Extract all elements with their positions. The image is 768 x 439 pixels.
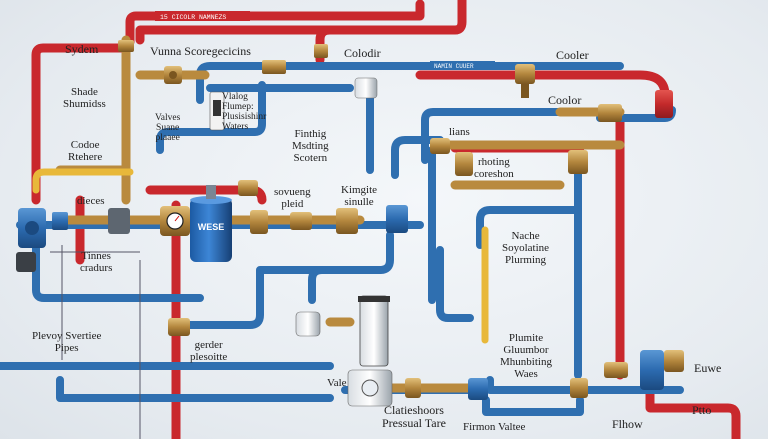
pipe-band-labels: 15 CICOLR NAMNEZS NAMIN CUUER — [155, 11, 495, 70]
label-euwe: Euwe — [694, 361, 722, 375]
tank-label: WESE — [198, 222, 225, 232]
valve-fitting-8 — [655, 90, 673, 118]
label-nache: Nache Soyolatine Plurming — [502, 230, 550, 266]
valve-fitting-17 — [250, 210, 268, 234]
label-finthing: Finthig Msdting Scotern — [292, 128, 329, 164]
cold-pipe-center-loop — [391, 136, 444, 304]
valve-fitting-7 — [598, 104, 622, 122]
valve-fitting-6 — [515, 64, 535, 98]
wires — [50, 245, 141, 439]
cold-pipe-right-top — [476, 206, 582, 249]
valve-fitting-2 — [314, 44, 328, 58]
valve-fitting-14 — [108, 208, 130, 234]
label-shade: Shade Shumidss — [63, 86, 106, 110]
valve-fitting-5 — [354, 77, 378, 99]
valve-fitting-24 — [570, 378, 588, 398]
cold-pipe-lower-loop — [186, 231, 394, 329]
label-valves: Valves Suane plaaee — [155, 113, 181, 143]
label-tinnes: Tinnes cradurs — [80, 250, 113, 274]
valve-fitting-12 — [18, 208, 46, 248]
label-vunna: Vunna Scoregecicins — [150, 44, 251, 58]
cold-pipe-left-drop — [32, 236, 204, 302]
valve-fitting-4 — [262, 60, 286, 74]
valve-fitting-25 — [640, 350, 664, 390]
cold-pipe-right-loop — [308, 266, 326, 304]
cold-pipe-mid-right — [421, 108, 614, 164]
label-plevoy: Plevoy Svertiee Pipes — [32, 330, 102, 354]
valve-fitting-3 — [164, 66, 182, 84]
label-vale: Vale — [327, 377, 347, 389]
label-lians: lians — [449, 126, 470, 138]
valve-fitting-20 — [386, 205, 408, 233]
valve-fitting-10 — [568, 150, 588, 174]
cold-pipe-right-vertical — [436, 151, 582, 379]
label-gerder: gerder plesoitte — [190, 339, 228, 363]
label-flhow: Flhow — [612, 417, 643, 431]
cold-pipe-bottom-exit — [56, 376, 334, 402]
label-sovueng: sovueng pleid — [274, 186, 311, 210]
cold-pipe-bottom-loop2 — [482, 396, 584, 416]
label-clatieshoors: Clatieshoors Pressual Tare — [382, 403, 446, 430]
label-firmon: Firmon Valtee — [463, 421, 526, 433]
wall-outlet — [209, 91, 225, 131]
valve-fitting-21 — [295, 311, 321, 337]
valve-fitting-9 — [455, 152, 473, 176]
cold-pipe-loop — [156, 81, 266, 154]
gauge — [166, 212, 184, 230]
hot-pipe-upper-left — [315, 25, 335, 65]
valve-fitting-11 — [430, 138, 450, 154]
label-rhoting: rhoting coreshon — [474, 156, 514, 180]
valve-fitting-22 — [168, 318, 190, 336]
pipe-band-top-red: 15 CICOLR NAMNEZS — [160, 14, 226, 21]
label-ptto: Ptto — [692, 403, 712, 417]
valve-fitting-1 — [118, 40, 134, 52]
valve-fitting-28 — [405, 378, 421, 398]
hot-pipe-top-run — [125, 0, 425, 47]
valve-fitting-19 — [336, 208, 358, 234]
hot-pipe-left-riser — [31, 43, 130, 205]
cold-pipe-secondary — [206, 84, 374, 174]
label-cooler-mid: Coolor — [548, 93, 582, 107]
water-tank: WESE — [190, 185, 232, 262]
label-cooler-top: Cooler — [556, 48, 589, 62]
cold-water-pipes — [0, 62, 684, 416]
valve-fitting-27 — [604, 362, 628, 378]
valve-fitting-23 — [468, 378, 488, 400]
label-kimgite: Kimgite sinulle — [341, 184, 378, 208]
hot-pipe-top-run-2 — [135, 0, 467, 45]
label-plumite: Plumite Gluumbor Mhunbiting Waes — [500, 332, 552, 380]
valve-fitting-18 — [290, 212, 312, 230]
valve-fitting-13 — [52, 212, 68, 230]
pressure-cylinder — [347, 295, 393, 407]
yellow-pipe-left — [32, 168, 134, 194]
pipe-band-blue-upper: NAMIN CUUER — [434, 63, 474, 70]
label-dieces: dieces — [77, 195, 105, 207]
yellow-pipes — [32, 168, 489, 344]
valve-fitting-29 — [16, 252, 36, 272]
label-sydem: Sydem — [65, 42, 99, 56]
label-colodir: Colodir — [344, 46, 381, 60]
valve-fitting-16 — [238, 180, 258, 196]
valve-fitting-26 — [664, 350, 684, 372]
fittings — [16, 40, 684, 400]
label-codoe: Codoe Rtehere — [68, 139, 103, 163]
hot-pipe-right-main — [415, 70, 670, 115]
label-vlaloug: Vlalog Flumep: Plusisishinr Waters — [222, 92, 267, 132]
